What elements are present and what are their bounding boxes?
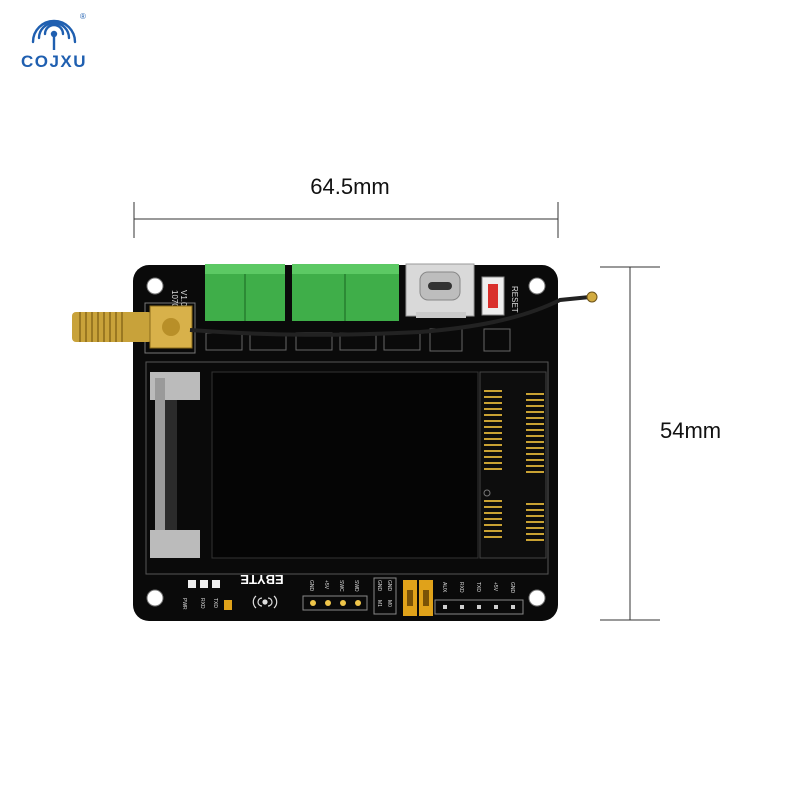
reset-label: RESET	[510, 286, 519, 313]
swd-pin-swd: SWD	[353, 580, 359, 592]
slot-latch	[150, 372, 200, 558]
led-label-txd: TXD	[212, 598, 218, 608]
signal-logo-icon	[31, 19, 77, 50]
height-dimension-label: 54mm	[660, 418, 722, 443]
mode-jumpers	[403, 580, 433, 616]
mode-pin-m0: M0	[386, 600, 392, 607]
antenna-cable	[189, 295, 591, 337]
led-label-rxd: RXD	[199, 598, 205, 609]
terminal-blocks	[205, 264, 399, 321]
maker-logo: EBYTE	[240, 572, 284, 587]
pcie-connector	[479, 371, 547, 559]
width-dimension-label: 64.5mm	[310, 174, 390, 199]
brand-logo-text: COJXU	[20, 52, 88, 71]
mode-top-2: GND	[386, 580, 392, 592]
maker-signal-icon	[252, 595, 278, 609]
swd-pin-5v: +5V	[323, 580, 329, 590]
usb-c-port	[405, 263, 475, 318]
led-indicators	[188, 580, 232, 610]
registered-mark: ®	[80, 12, 86, 21]
mode-top-1: GND	[376, 580, 382, 592]
uart-pin-txd: TXD	[475, 582, 481, 592]
board-model: 10709	[170, 290, 179, 313]
swd-pin-swc: SWC	[338, 580, 344, 592]
mounting-holes	[146, 277, 546, 607]
uart-pin-aux: AUX	[441, 582, 447, 593]
led-label-pwr: PWR	[181, 598, 187, 610]
module-slot-outline	[145, 361, 549, 575]
module-slot-area	[211, 371, 479, 559]
reset-button	[481, 276, 505, 316]
uart-pin-rxd: RXD	[458, 582, 464, 593]
swd-pin-gnd: GND	[308, 580, 314, 592]
sma-connector	[72, 305, 193, 349]
uart-header	[434, 599, 524, 615]
uart-pin-5v: +5V	[492, 582, 498, 592]
uart-pin-gnd: GND	[509, 582, 515, 594]
board-version: V1.0	[179, 290, 188, 307]
mode-pin-m1: M1	[376, 600, 382, 607]
swd-header	[302, 595, 368, 611]
